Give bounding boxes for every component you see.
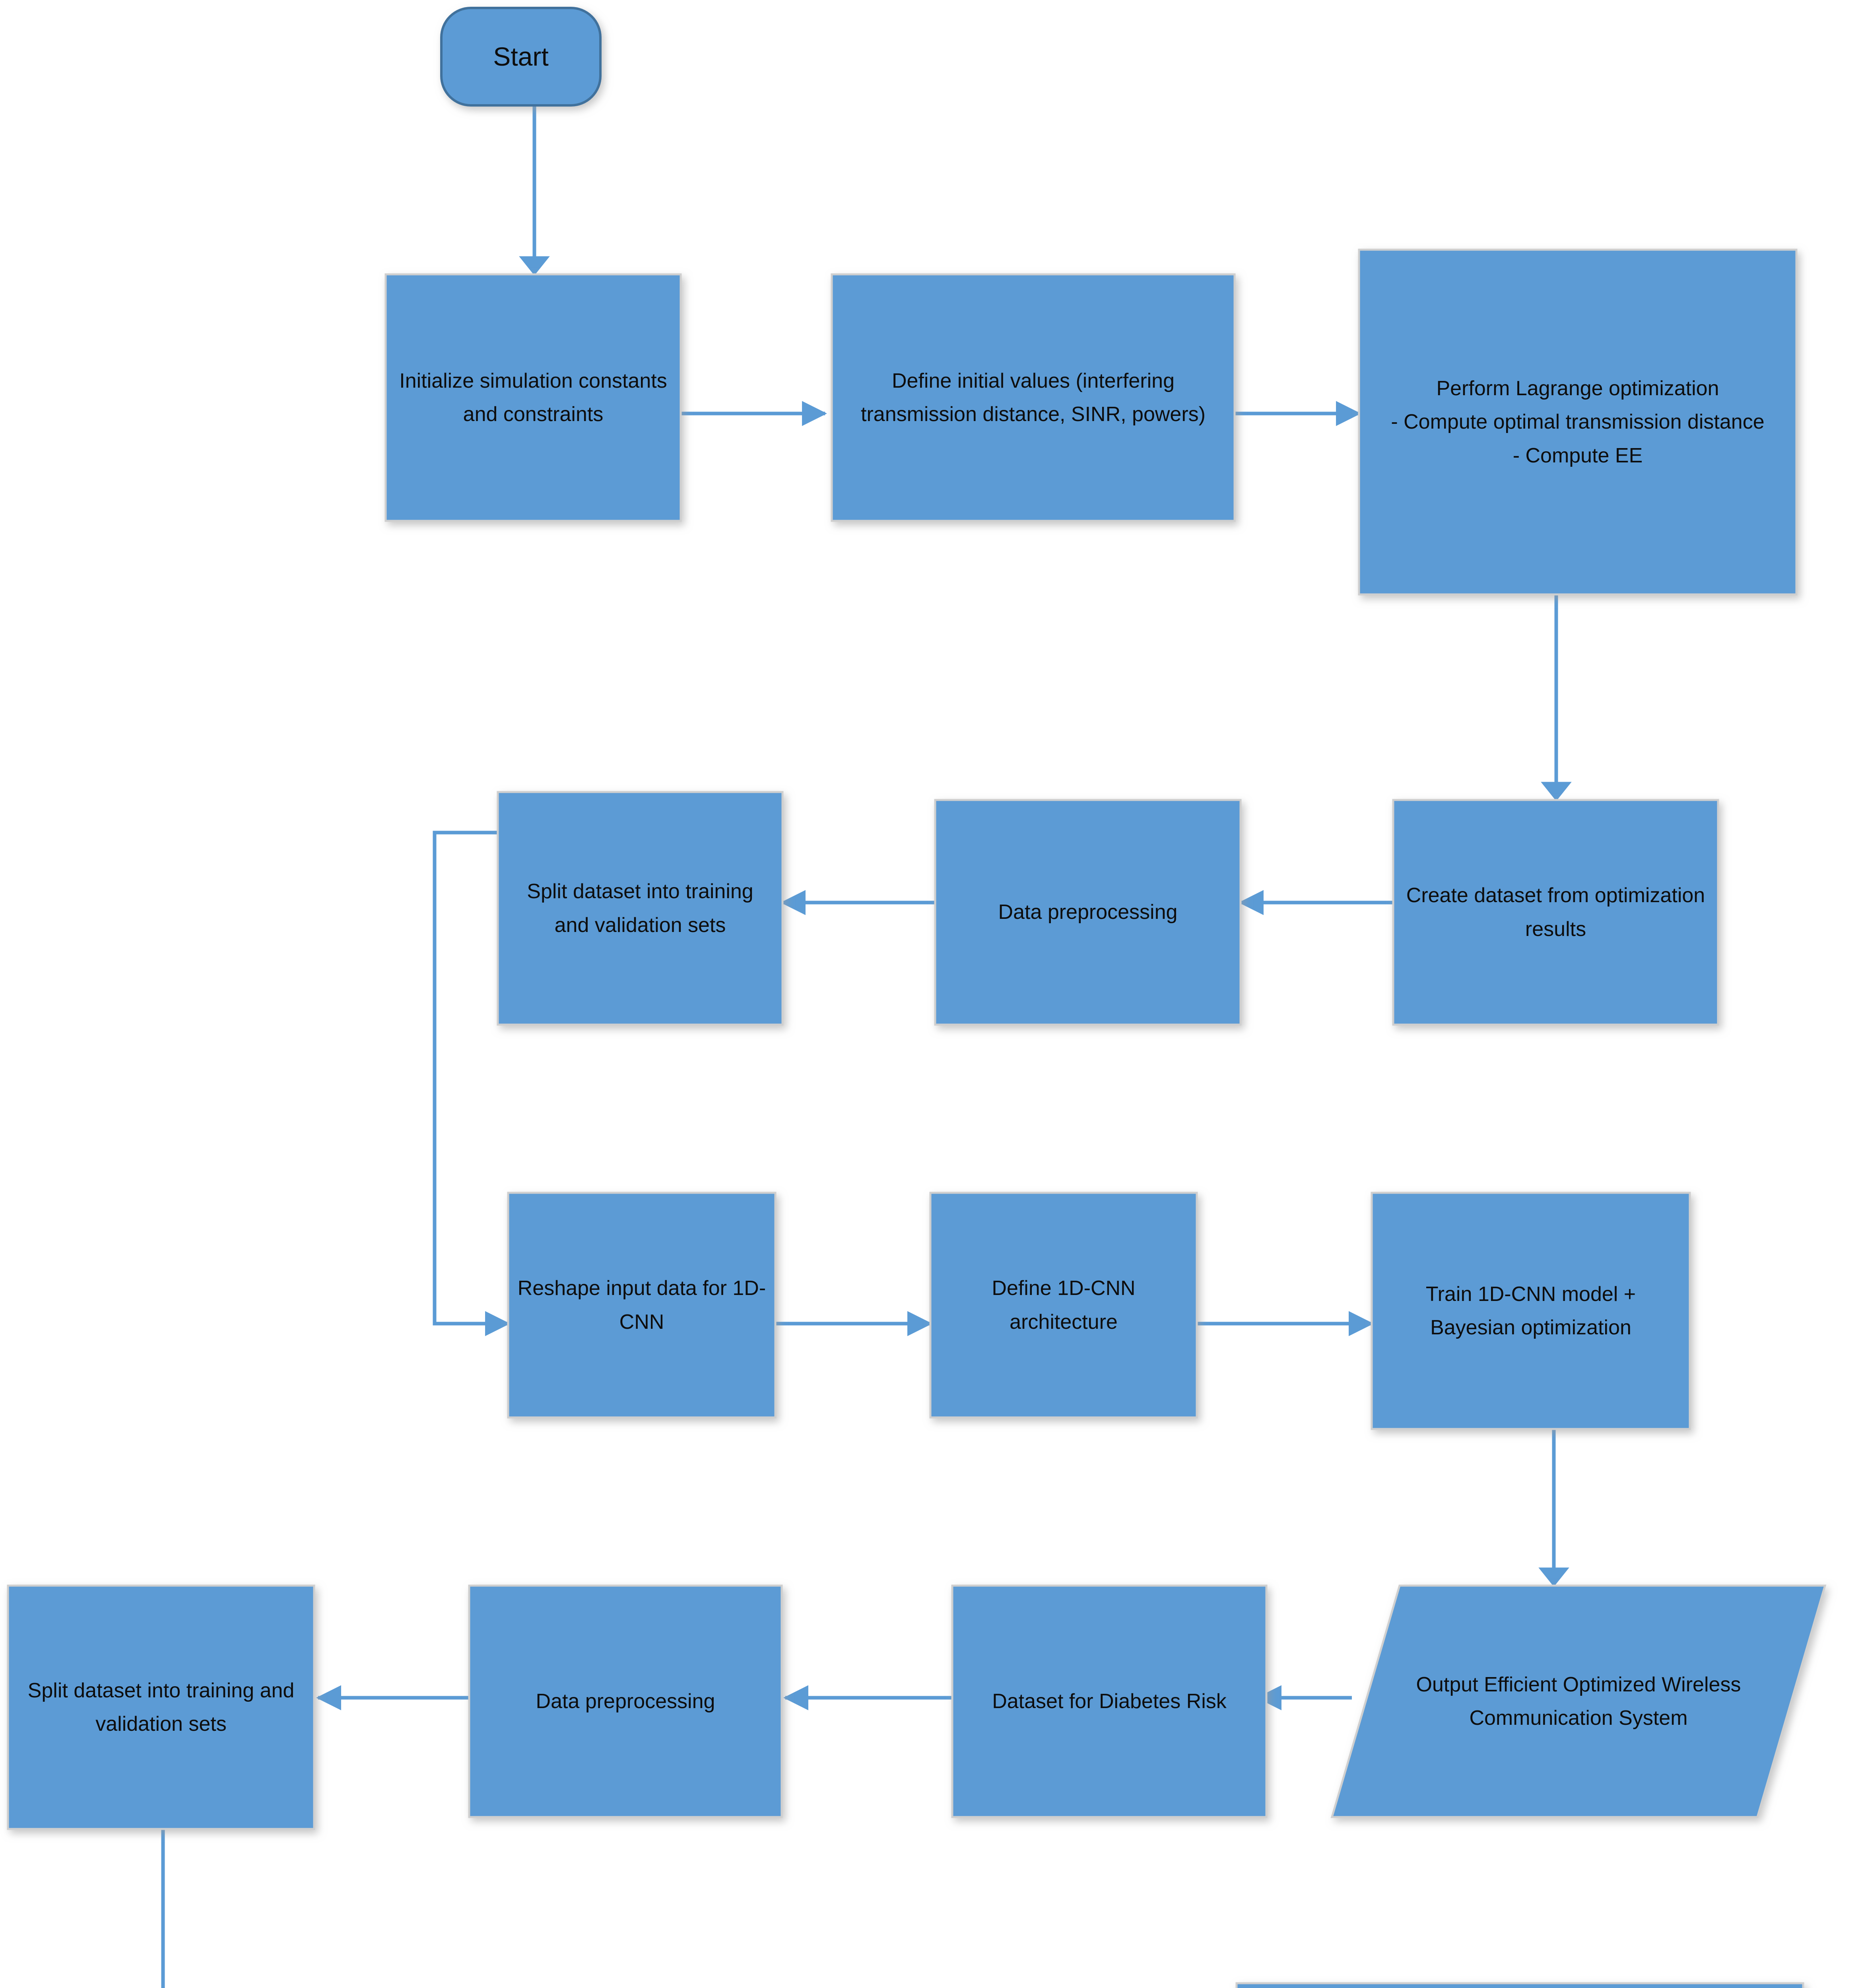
node-preprocess-1[interactable]	[934, 799, 1242, 1026]
node-start[interactable]	[440, 7, 602, 107]
node-lagrange[interactable]	[1358, 248, 1798, 596]
connector-layer	[161, 104, 1572, 1988]
node-split-2[interactable]	[7, 1584, 315, 1830]
edge-split-1-to-reshape-1	[433, 831, 511, 1336]
node-train-cnn-1[interactable]	[1371, 1192, 1691, 1430]
node-diabetes-dataset[interactable]	[951, 1584, 1268, 1818]
node-init[interactable]	[384, 273, 682, 522]
node-create-dataset[interactable]	[1392, 799, 1719, 1026]
node-define-cnn-1[interactable]	[929, 1192, 1198, 1419]
node-reshape-1[interactable]	[507, 1192, 777, 1419]
node-xai[interactable]	[1235, 1982, 1804, 1988]
node-preprocess-2[interactable]	[468, 1584, 783, 1818]
node-output-wireless[interactable]	[1330, 1584, 1827, 1818]
shape-layer	[7, 7, 1827, 1988]
node-define-initial[interactable]	[831, 273, 1236, 522]
node-split-1[interactable]	[497, 791, 784, 1026]
